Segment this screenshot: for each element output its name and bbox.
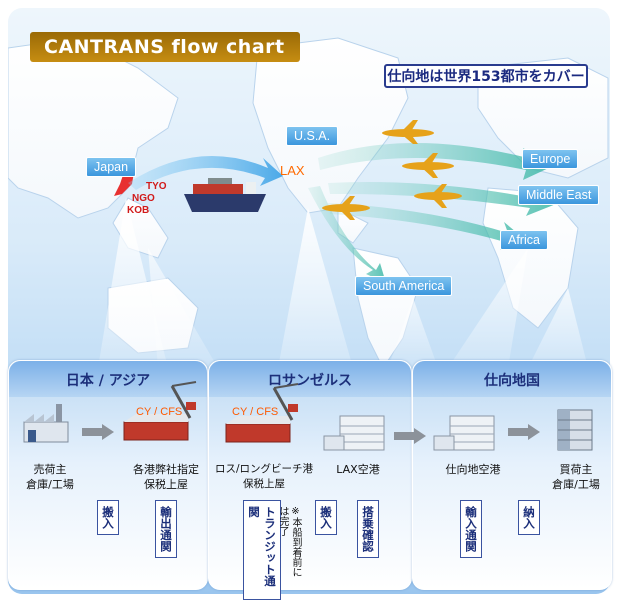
city-ngo: NGO bbox=[132, 193, 155, 204]
airport-building-icon-2 bbox=[433, 415, 495, 451]
arrow-right-icon-3 bbox=[508, 424, 540, 440]
panel-destination: 仕向地国 bbox=[412, 360, 612, 590]
step-transit-customs: トランジット通関 bbox=[243, 500, 281, 600]
airport-building-icon-1 bbox=[323, 415, 385, 451]
cy-cfs-label-2: CY / CFS bbox=[232, 406, 279, 418]
airplane-icon-3 bbox=[414, 184, 462, 208]
node-lax-airport: LAX空港 bbox=[336, 463, 380, 476]
node-la-port-warehouse: ロス/ロングビーチ港 保税上屋 bbox=[214, 463, 314, 490]
step-export-customs: 輸出通関 bbox=[155, 500, 177, 558]
city-kob: KOB bbox=[127, 205, 150, 216]
airplane-icon-1 bbox=[382, 120, 434, 144]
label-japan: Japan bbox=[86, 157, 137, 177]
panel-title-la: ロサンゼルス bbox=[209, 361, 411, 397]
node-bonded-warehouse-japan: 各港弊社指定 保税上屋 bbox=[133, 463, 199, 491]
node-destination-airport: 仕向地空港 bbox=[445, 463, 501, 476]
coverage-notice: 仕向地は世界153都市をカバー bbox=[384, 64, 588, 88]
label-south-america: South America bbox=[355, 276, 453, 296]
step-import-customs: 輸入通関 bbox=[460, 500, 482, 558]
airplane-icon-2 bbox=[402, 153, 454, 178]
office-building-icon bbox=[557, 409, 593, 451]
page-title: CANTRANS flow chart bbox=[30, 32, 300, 62]
step-delivery: 納入 bbox=[518, 500, 540, 535]
note-before-arrival: ※本船到着前には完了 bbox=[277, 506, 301, 577]
step-carry-in-1: 搬入 bbox=[97, 500, 119, 535]
step-boarding-confirmation: 搭乗確認 bbox=[357, 500, 379, 558]
node-seller-warehouse: 売荷主 倉庫/工場 bbox=[26, 463, 74, 491]
warehouse-crane-icon-1 bbox=[123, 381, 197, 441]
arrow-right-icon-2 bbox=[394, 428, 426, 444]
node-buyer-warehouse: 買荷主 倉庫/工場 bbox=[552, 463, 600, 491]
label-lax: LAX bbox=[280, 163, 305, 178]
label-middle-east: Middle East bbox=[518, 185, 600, 205]
label-europe: Europe bbox=[522, 149, 579, 169]
airplane-icon-4 bbox=[322, 196, 370, 220]
step-carry-in-2: 搬入 bbox=[315, 500, 337, 535]
warehouse-crane-icon-2 bbox=[225, 383, 299, 443]
cy-cfs-label-1: CY / CFS bbox=[136, 406, 183, 418]
arrow-right-icon-1 bbox=[82, 424, 114, 440]
cargo-ship-icon bbox=[184, 178, 266, 212]
label-usa: U.S.A. bbox=[286, 126, 339, 146]
label-africa: Africa bbox=[500, 230, 548, 250]
factory-icon bbox=[23, 404, 69, 443]
world-map-background bbox=[8, 8, 610, 594]
city-tyo: TYO bbox=[146, 181, 167, 192]
panel-title-dest: 仕向地国 bbox=[413, 361, 611, 397]
